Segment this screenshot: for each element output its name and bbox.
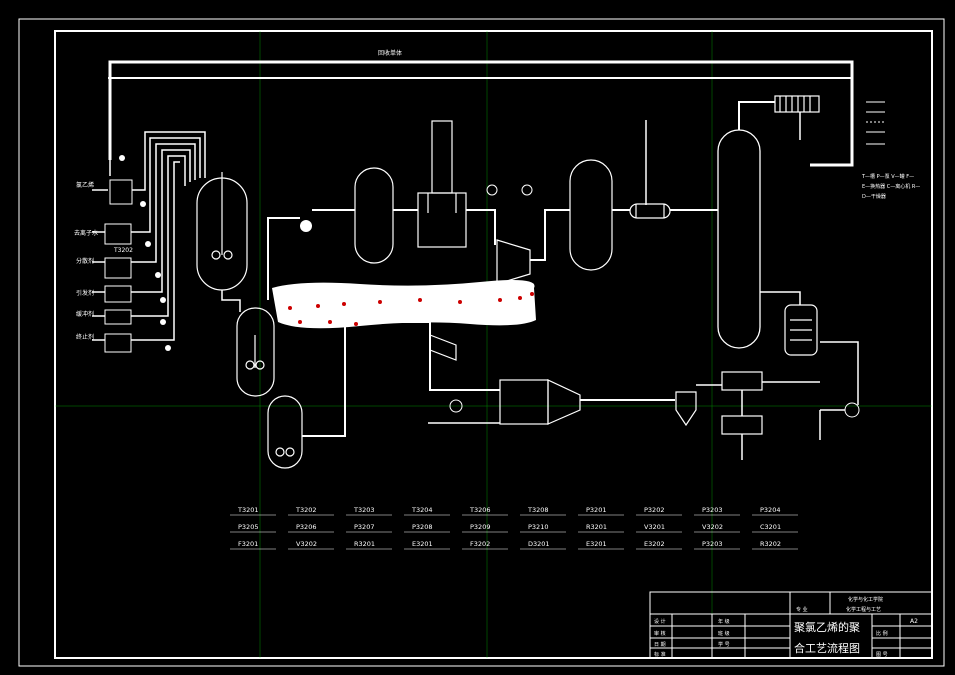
course-name: 化学工程与工艺: [846, 606, 881, 613]
zone-grid: [55, 31, 932, 658]
input-label: 终止剂: [76, 333, 94, 341]
vent-pump: [300, 220, 312, 232]
equipment-code: T3201: [237, 506, 259, 514]
equipment-code: E3201: [412, 540, 433, 548]
buffer-tank: [104, 309, 132, 325]
equipment-code: P3202: [644, 506, 664, 514]
title-row-label: 标 准: [654, 651, 666, 658]
input-label: 氯乙烯: [76, 181, 94, 189]
equipment-code: P3210: [528, 523, 548, 531]
legend: T—槽 P—泵 V—罐 F— E—换热器 C—离心机 R— D—干燥器: [861, 101, 920, 200]
legend-line: T—槽 P—泵 V—罐 F—: [861, 173, 914, 180]
feed-line-bundle: [109, 131, 206, 341]
input-label: 去离子水: [74, 229, 98, 237]
equipment-code: D3201: [528, 540, 550, 548]
equipment-code: V3201: [644, 523, 665, 531]
terminator-tank: [104, 333, 132, 353]
drawing-title-line1: 聚氯乙烯的聚: [794, 620, 860, 634]
top-condenser: [774, 95, 820, 113]
equipment-code: P3209: [470, 523, 490, 531]
title-col-label: 班 级: [718, 630, 730, 637]
title-block: [649, 591, 933, 659]
cyclone: [675, 391, 697, 427]
title-row-label: 审 核: [654, 630, 666, 637]
title-col-label: 年 级: [718, 618, 730, 625]
equipment-code: P3201: [586, 506, 606, 514]
equipment-code: P3208: [412, 523, 432, 531]
drawing-no-label: 图 号: [876, 652, 888, 658]
legend-line: D—干燥器: [862, 193, 886, 200]
input-label: 缓冲剂: [76, 310, 94, 318]
compressor-tower: [417, 120, 467, 248]
title-row-label: 设 计: [654, 618, 666, 625]
legend-line: E—换热器 C—离心机 R—: [862, 183, 920, 190]
major-label: 专 业: [796, 606, 808, 613]
vcm-tank: [109, 179, 133, 205]
recycle-label: 回收单体: [378, 49, 402, 57]
stripper-vent: [267, 217, 300, 300]
pi-instrument: [486, 184, 498, 196]
equipment-code: E3201: [586, 540, 607, 548]
equipment-code: P3205: [238, 523, 258, 531]
equipment-code: P3204: [760, 506, 780, 514]
water-tank: [104, 223, 132, 245]
equipment-code: V3202: [702, 523, 723, 531]
pi-instrument: [449, 399, 463, 413]
tag-t3202: T3202: [113, 247, 133, 254]
equipment-code: E3202: [644, 540, 665, 548]
equipment-code: P3207: [354, 523, 374, 531]
inner-border: [54, 30, 933, 659]
equipment-code: F3202: [470, 540, 490, 548]
sheet-size: A2: [910, 618, 918, 625]
equipment-code: P3203: [702, 506, 722, 514]
recovery-column: [717, 129, 761, 349]
title-row-label: 日 期: [654, 642, 666, 648]
vcm-storage: [569, 159, 613, 271]
equipment-code: P3206: [296, 523, 316, 531]
equipment-code: T3202: [295, 506, 317, 514]
gas-holder: [354, 167, 394, 264]
equipment-code: P3203: [702, 540, 722, 548]
dispersant-tank: [104, 257, 132, 279]
bottom-pump: [844, 402, 860, 418]
equipment-code: T3204: [411, 506, 433, 514]
polymerization-reactor: [196, 172, 248, 291]
equipment-code: T3206: [469, 506, 491, 514]
drawing-title-line2: 合工艺流程图: [794, 641, 860, 655]
feed-tanks: [104, 179, 133, 353]
reboiler: [784, 304, 818, 356]
equipment-code: V3202: [296, 540, 317, 548]
equipment-code: R3202: [760, 540, 781, 548]
heat-exchanger: [629, 203, 671, 219]
equipment-code: T3208: [527, 506, 549, 514]
compressor: [496, 239, 531, 285]
input-label: 引发剂: [76, 289, 94, 297]
equipment-code: R3201: [586, 523, 607, 531]
slurry-tank: [267, 395, 303, 469]
redaction-blob: [272, 280, 536, 329]
equipment-code: T3203: [353, 506, 375, 514]
equipment-code: C3201: [760, 523, 781, 531]
school-name: 化学与化工学院: [848, 596, 883, 603]
title-col-label: 学 号: [718, 641, 730, 648]
reactor-outlet: [221, 290, 241, 312]
feed-pumps: [119, 155, 171, 351]
centrifuge: [429, 334, 457, 361]
scale-label: 比 例: [876, 630, 888, 637]
slurry-to-centrifuge: [302, 322, 346, 437]
pi-instrument: [521, 184, 533, 196]
initiator-tank: [104, 285, 132, 303]
equipment-code: R3201: [354, 540, 375, 548]
dryer: [499, 379, 581, 425]
input-label: 分散剂: [76, 257, 94, 265]
feed-inputs: 氯乙烯 去离子水 分散剂 引发剂 缓冲剂 终止剂: [74, 181, 98, 341]
equipment-code: F3201: [238, 540, 258, 548]
stripper-tank: [236, 307, 275, 397]
recycle-line: [108, 60, 854, 167]
equipment-code-table: T3201 T3202 T3203 T3204 T3206 T3208 P3201 P3202…: [230, 506, 798, 550]
outer-border: [18, 18, 945, 667]
